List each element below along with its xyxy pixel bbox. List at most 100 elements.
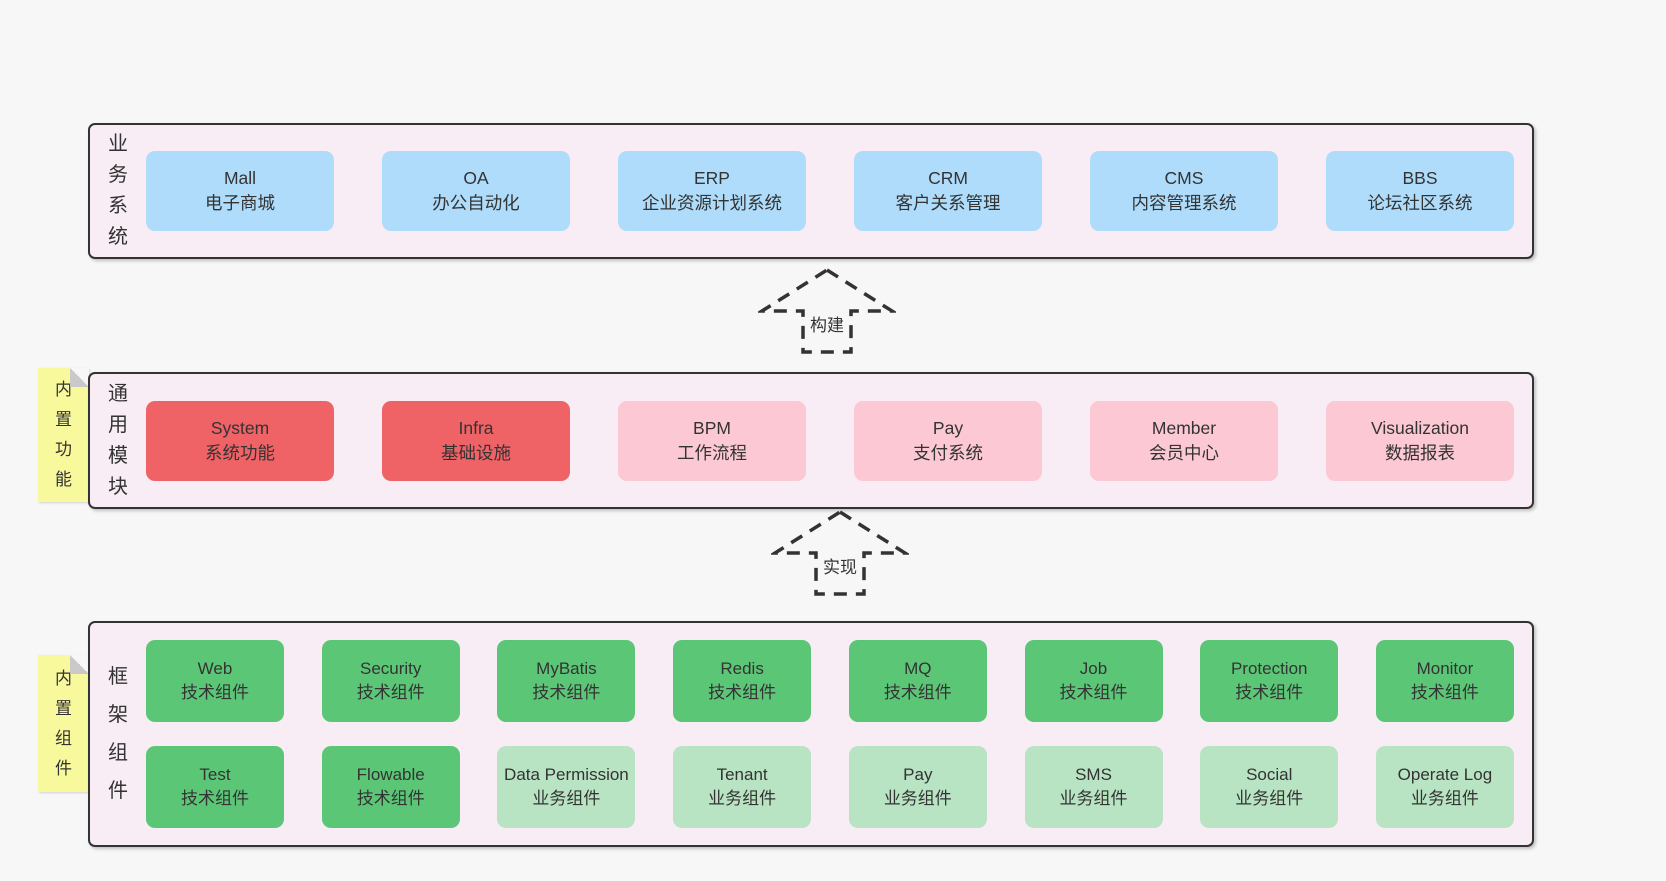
box-desc: 企业资源计划系统 [642,193,782,213]
sticky-note-builtin-components: 内置组件 [38,655,89,792]
box-name: SMS [1075,765,1112,785]
box-name: Mall [223,168,257,189]
box-web: Web 技术组件 [146,640,284,722]
sticky-label: 内置组件 [55,668,72,778]
box-desc: 工作流程 [677,442,747,463]
box-desc: 系统功能 [205,442,275,463]
box-name: Redis [720,659,764,679]
box-name: MQ [904,659,932,679]
block-arrow-up-icon [771,509,909,596]
box-desc: 论坛社区系统 [1367,193,1473,213]
sticky-label: 内置功能 [55,380,72,489]
box-desc: 技术组件 [181,789,249,808]
box-name: Flowable [356,765,425,785]
box-sms: SMS 业务组件 [1024,746,1163,828]
box-name: Protection [1230,659,1308,679]
box-desc: 客户关系管理 [895,193,1001,213]
box-name: Visualization [1371,417,1469,438]
sticky-fold-corner [70,368,89,387]
box-name: Tenant [716,765,768,785]
box-name: Web [197,659,233,679]
box-mybatis: MyBatis 技术组件 [497,640,636,722]
box-system: System 系统功能 [146,400,334,481]
box-visualization: Visualization 数据报表 [1326,400,1514,481]
box-desc: 电子商城 [205,193,275,213]
arrow-implement-label: 实现 [820,552,860,579]
box-member: Member 会员中心 [1090,400,1278,481]
box-desc: 技术组件 [883,683,952,702]
arrow-implement-up: 实现 [771,508,909,598]
box-name: Job [1079,659,1108,679]
box-tenant: Tenant 业务组件 [673,746,812,828]
components-row-1: Web 技术组件 Security 技术组件 MyBatis 技术组件 Redi… [146,640,1514,722]
business-boxes-row: Mall 电子商城 OA 办公自动化 ERP 企业资源计划系统 CRM 客户关系… [146,125,1514,257]
box-desc: 基础设施 [441,442,511,463]
box-name: Test [199,765,231,785]
box-desc: 业务组件 [1235,789,1304,808]
box-desc: 数据报表 [1385,442,1455,463]
box-name: Infra [458,417,494,438]
layer-label-wrap: 业务系统 [90,125,146,257]
box-desc: 技术组件 [356,789,425,808]
box-desc: 业务组件 [532,789,601,808]
layer-framework-components: 框架组件 Web 技术组件 Security 技术组件 MyBatis 技术组件… [88,621,1534,847]
box-desc: 业务组件 [1059,789,1128,808]
arrow-build-label: 构建 [807,310,847,337]
box-name: Operate Log [1397,765,1493,785]
layer-label-wrap: 通用模块 [90,374,146,507]
box-name: System [210,417,270,438]
box-operate-log: Operate Log 业务组件 [1375,746,1514,828]
box-name: Monitor [1416,659,1474,679]
sticky-fold-corner [70,655,89,674]
box-bpm: BPM 工作流程 [618,400,806,481]
box-infra: Infra 基础设施 [382,400,570,481]
box-name: CMS [1164,168,1204,189]
box-desc: 技术组件 [356,683,425,702]
layer-label-components: 框架组件 [108,666,128,802]
layer-label-wrap: 框架组件 [90,623,146,845]
components-row-2: Test 技术组件 Flowable 技术组件 Data Permission … [146,746,1514,828]
box-desc: 内容管理系统 [1131,193,1237,213]
box-name: Member [1151,417,1217,438]
box-cms: CMS 内容管理系统 [1090,151,1278,231]
block-arrow-up-icon [758,267,896,354]
box-desc: 技术组件 [1235,683,1304,702]
box-crm: CRM 客户关系管理 [854,151,1042,231]
box-desc: 技术组件 [708,683,777,702]
box-name: OA [463,168,489,189]
box-job: Job 技术组件 [1024,640,1163,722]
modules-boxes-row: System 系统功能 Infra 基础设施 BPM 工作流程 Pay 支付系统… [146,374,1514,507]
box-data-permission: Data Permission 业务组件 [497,746,636,828]
box-name: BPM [693,417,731,438]
box-desc: 技术组件 [532,683,601,702]
box-pay-biz: Pay 业务组件 [848,746,987,828]
box-pay: Pay 支付系统 [854,400,1042,481]
box-redis: Redis 技术组件 [673,640,812,722]
arrow-build-up: 构建 [758,266,896,356]
components-rows: Web 技术组件 Security 技术组件 MyBatis 技术组件 Redi… [146,623,1514,845]
layer-label-modules: 通用模块 [108,382,128,498]
box-name: Social [1246,765,1293,785]
box-name: Pay [903,765,933,785]
box-name: BBS [1402,168,1438,189]
box-desc: 技术组件 [1059,683,1128,702]
box-mq: MQ 技术组件 [848,640,987,722]
box-bbs: BBS 论坛社区系统 [1326,151,1514,231]
box-desc: 技术组件 [181,683,249,702]
box-desc: 会员中心 [1149,442,1219,463]
layer-business-systems: 业务系统 Mall 电子商城 OA 办公自动化 ERP 企业资源计划系统 CRM… [88,123,1534,259]
sticky-note-builtin-features: 内置功能 [38,368,89,502]
box-mall: Mall 电子商城 [146,151,334,231]
box-desc: 技术组件 [1410,683,1479,702]
box-oa: OA 办公自动化 [382,151,570,231]
box-desc: 办公自动化 [432,193,520,213]
box-erp: ERP 企业资源计划系统 [618,151,806,231]
box-name: Pay [932,417,964,438]
box-desc: 业务组件 [883,789,952,808]
box-security: Security 技术组件 [321,640,460,722]
box-name: CRM [928,168,968,189]
box-desc: 业务组件 [1410,789,1479,808]
box-protection: Protection 技术组件 [1200,640,1339,722]
box-social: Social 业务组件 [1200,746,1339,828]
box-flowable: Flowable 技术组件 [321,746,460,828]
